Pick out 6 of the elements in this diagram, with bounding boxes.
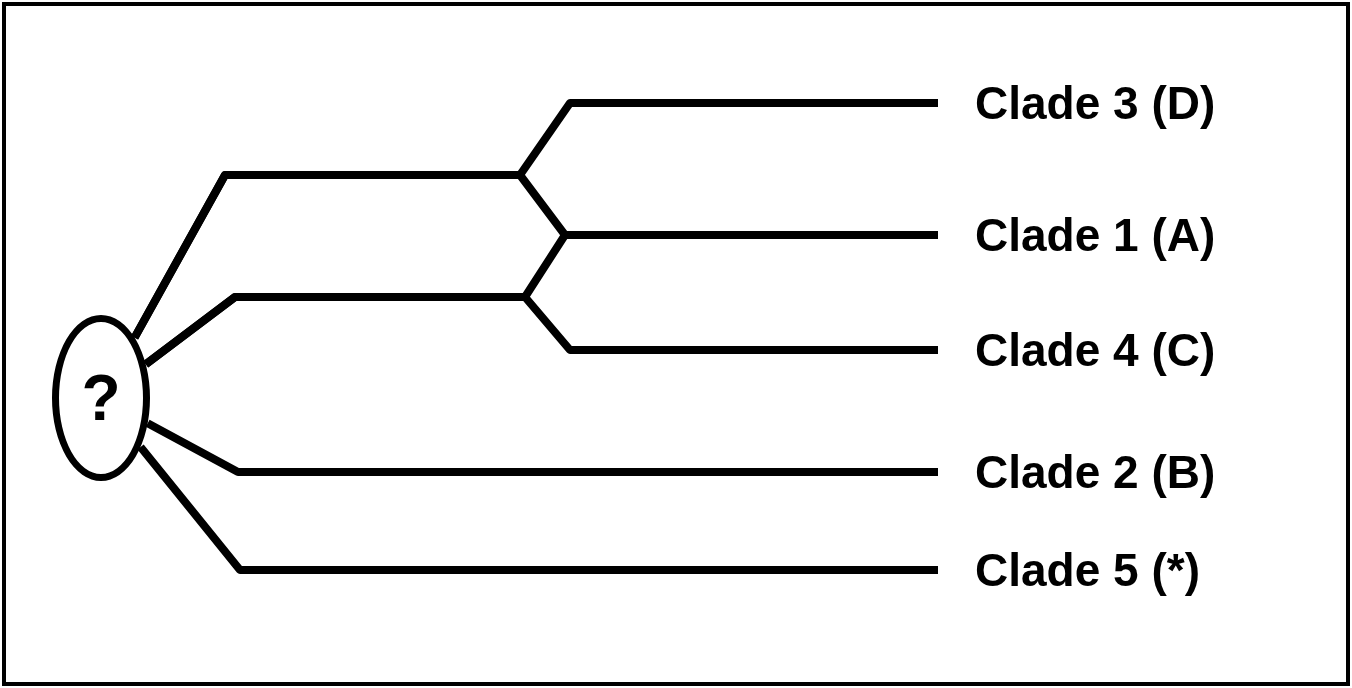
clade-label: Clade 1 (A) <box>975 207 1216 263</box>
clade-label: Clade 5 (*) <box>975 542 1200 598</box>
clade-label: Clade 2 (B) <box>975 444 1216 500</box>
clade-label: Clade 3 (D) <box>975 75 1216 131</box>
clade-label: Clade 4 (C) <box>975 322 1216 378</box>
ancestor-ellipse: ? <box>52 315 150 481</box>
